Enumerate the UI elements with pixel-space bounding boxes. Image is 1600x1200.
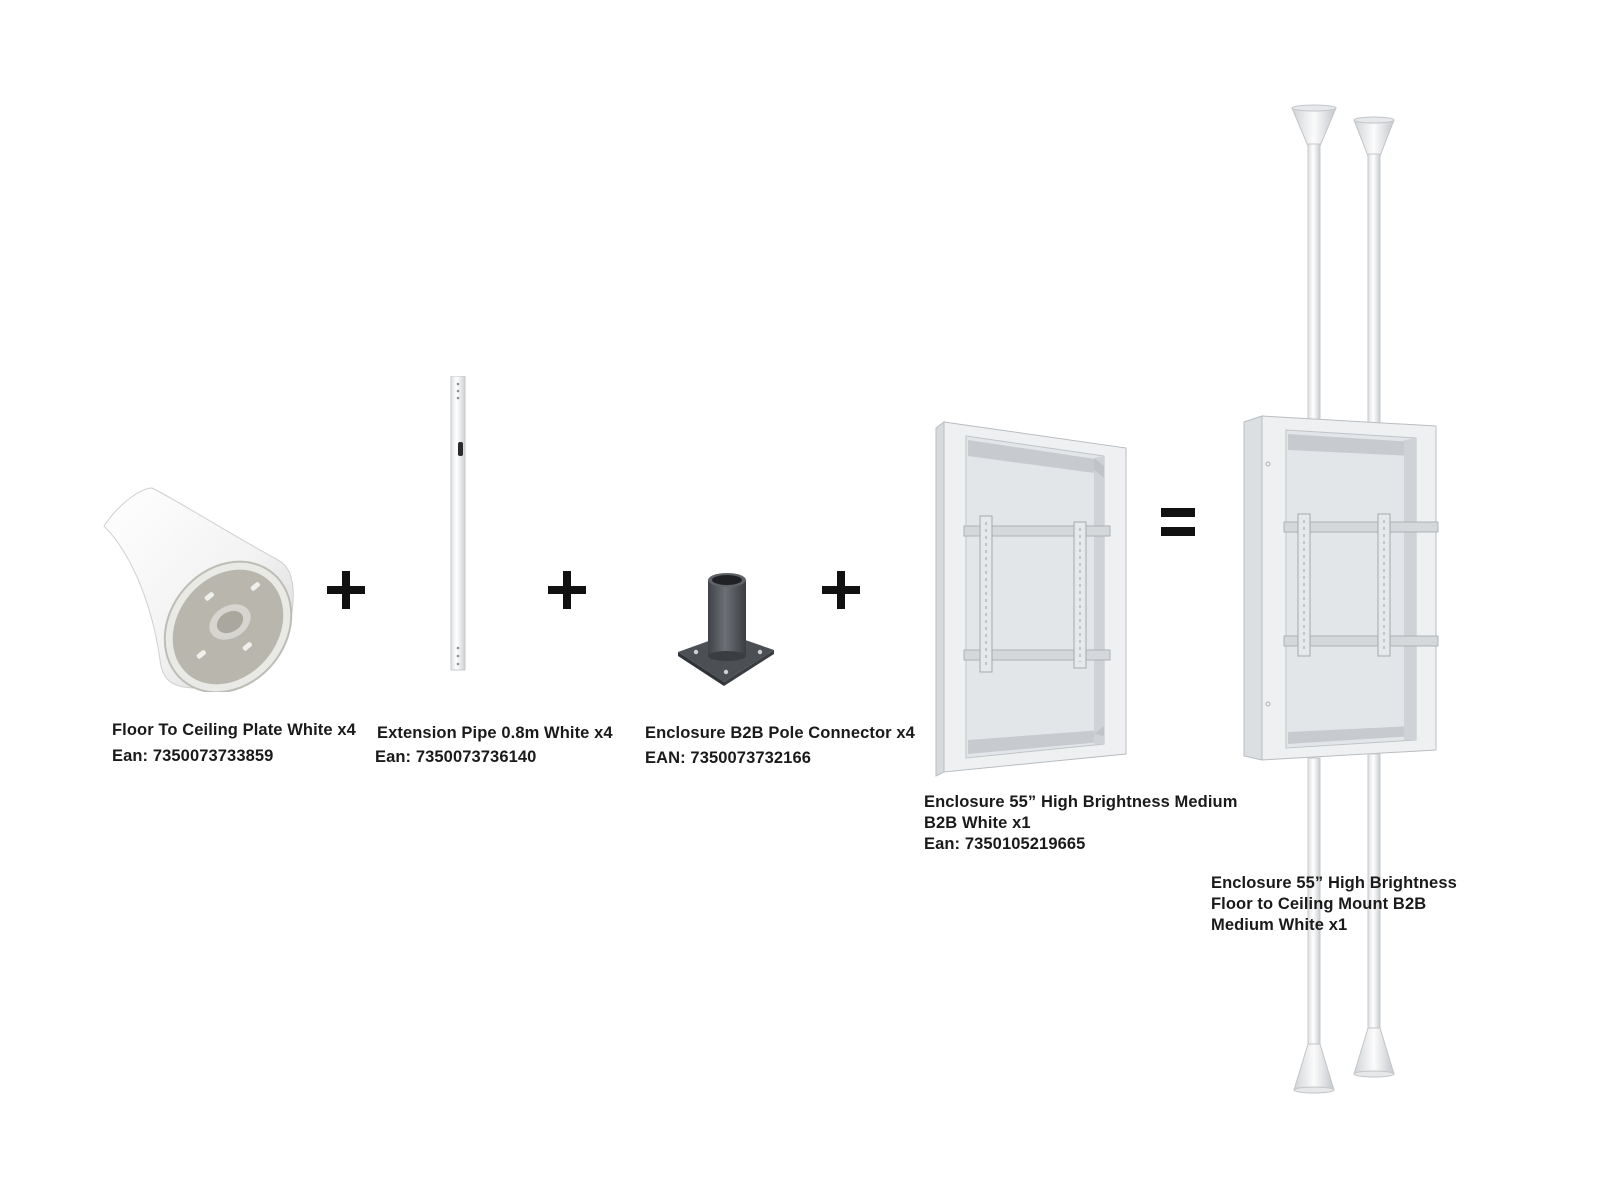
pipe-name: Extension Pipe 0.8m White x4	[377, 724, 613, 742]
enclosure-name-line-2: B2B White x1	[924, 814, 1031, 832]
result-name-line-2: Floor to Ceiling Mount B2B	[1211, 895, 1427, 913]
pole-connector-image	[678, 573, 774, 686]
extension-pipe-image	[450, 376, 466, 671]
result-name-line-1: Enclosure 55” High Brightness	[1211, 874, 1457, 892]
floor-to-ceiling-plate-image	[103, 487, 294, 692]
enclosure-ean: Ean: 7350105219665	[924, 835, 1086, 853]
result-name-line-3: Medium White x1	[1211, 916, 1348, 934]
pipe-label: Extension Pipe 0.8m White x4 Ean: 735007…	[375, 723, 613, 768]
pipe-ean: Ean: 7350073736140	[375, 748, 537, 766]
enclosure-image	[935, 421, 1127, 777]
plus-sign-3	[822, 571, 860, 609]
connector-label: Enclosure B2B Pole Connector x4 EAN: 735…	[645, 723, 915, 769]
connector-name: Enclosure B2B Pole Connector x4	[645, 724, 915, 742]
plate-name: Floor To Ceiling Plate White x4	[112, 721, 356, 739]
plate-label: Floor To Ceiling Plate White x4 Ean: 735…	[112, 720, 356, 767]
plate-ean: Ean: 7350073733859	[112, 747, 274, 765]
equals-sign	[1161, 508, 1195, 536]
result-label: Enclosure 55” High Brightness Floor to C…	[1211, 873, 1457, 936]
plus-sign-1	[327, 571, 365, 609]
plus-sign-2	[548, 571, 586, 609]
floor-to-ceiling-mount-image	[1243, 104, 1439, 1094]
enclosure-label: Enclosure 55” High Brightness Medium B2B…	[924, 792, 1238, 855]
connector-ean: EAN: 7350073732166	[645, 749, 812, 767]
enclosure-name-line-1: Enclosure 55” High Brightness Medium	[924, 793, 1238, 811]
